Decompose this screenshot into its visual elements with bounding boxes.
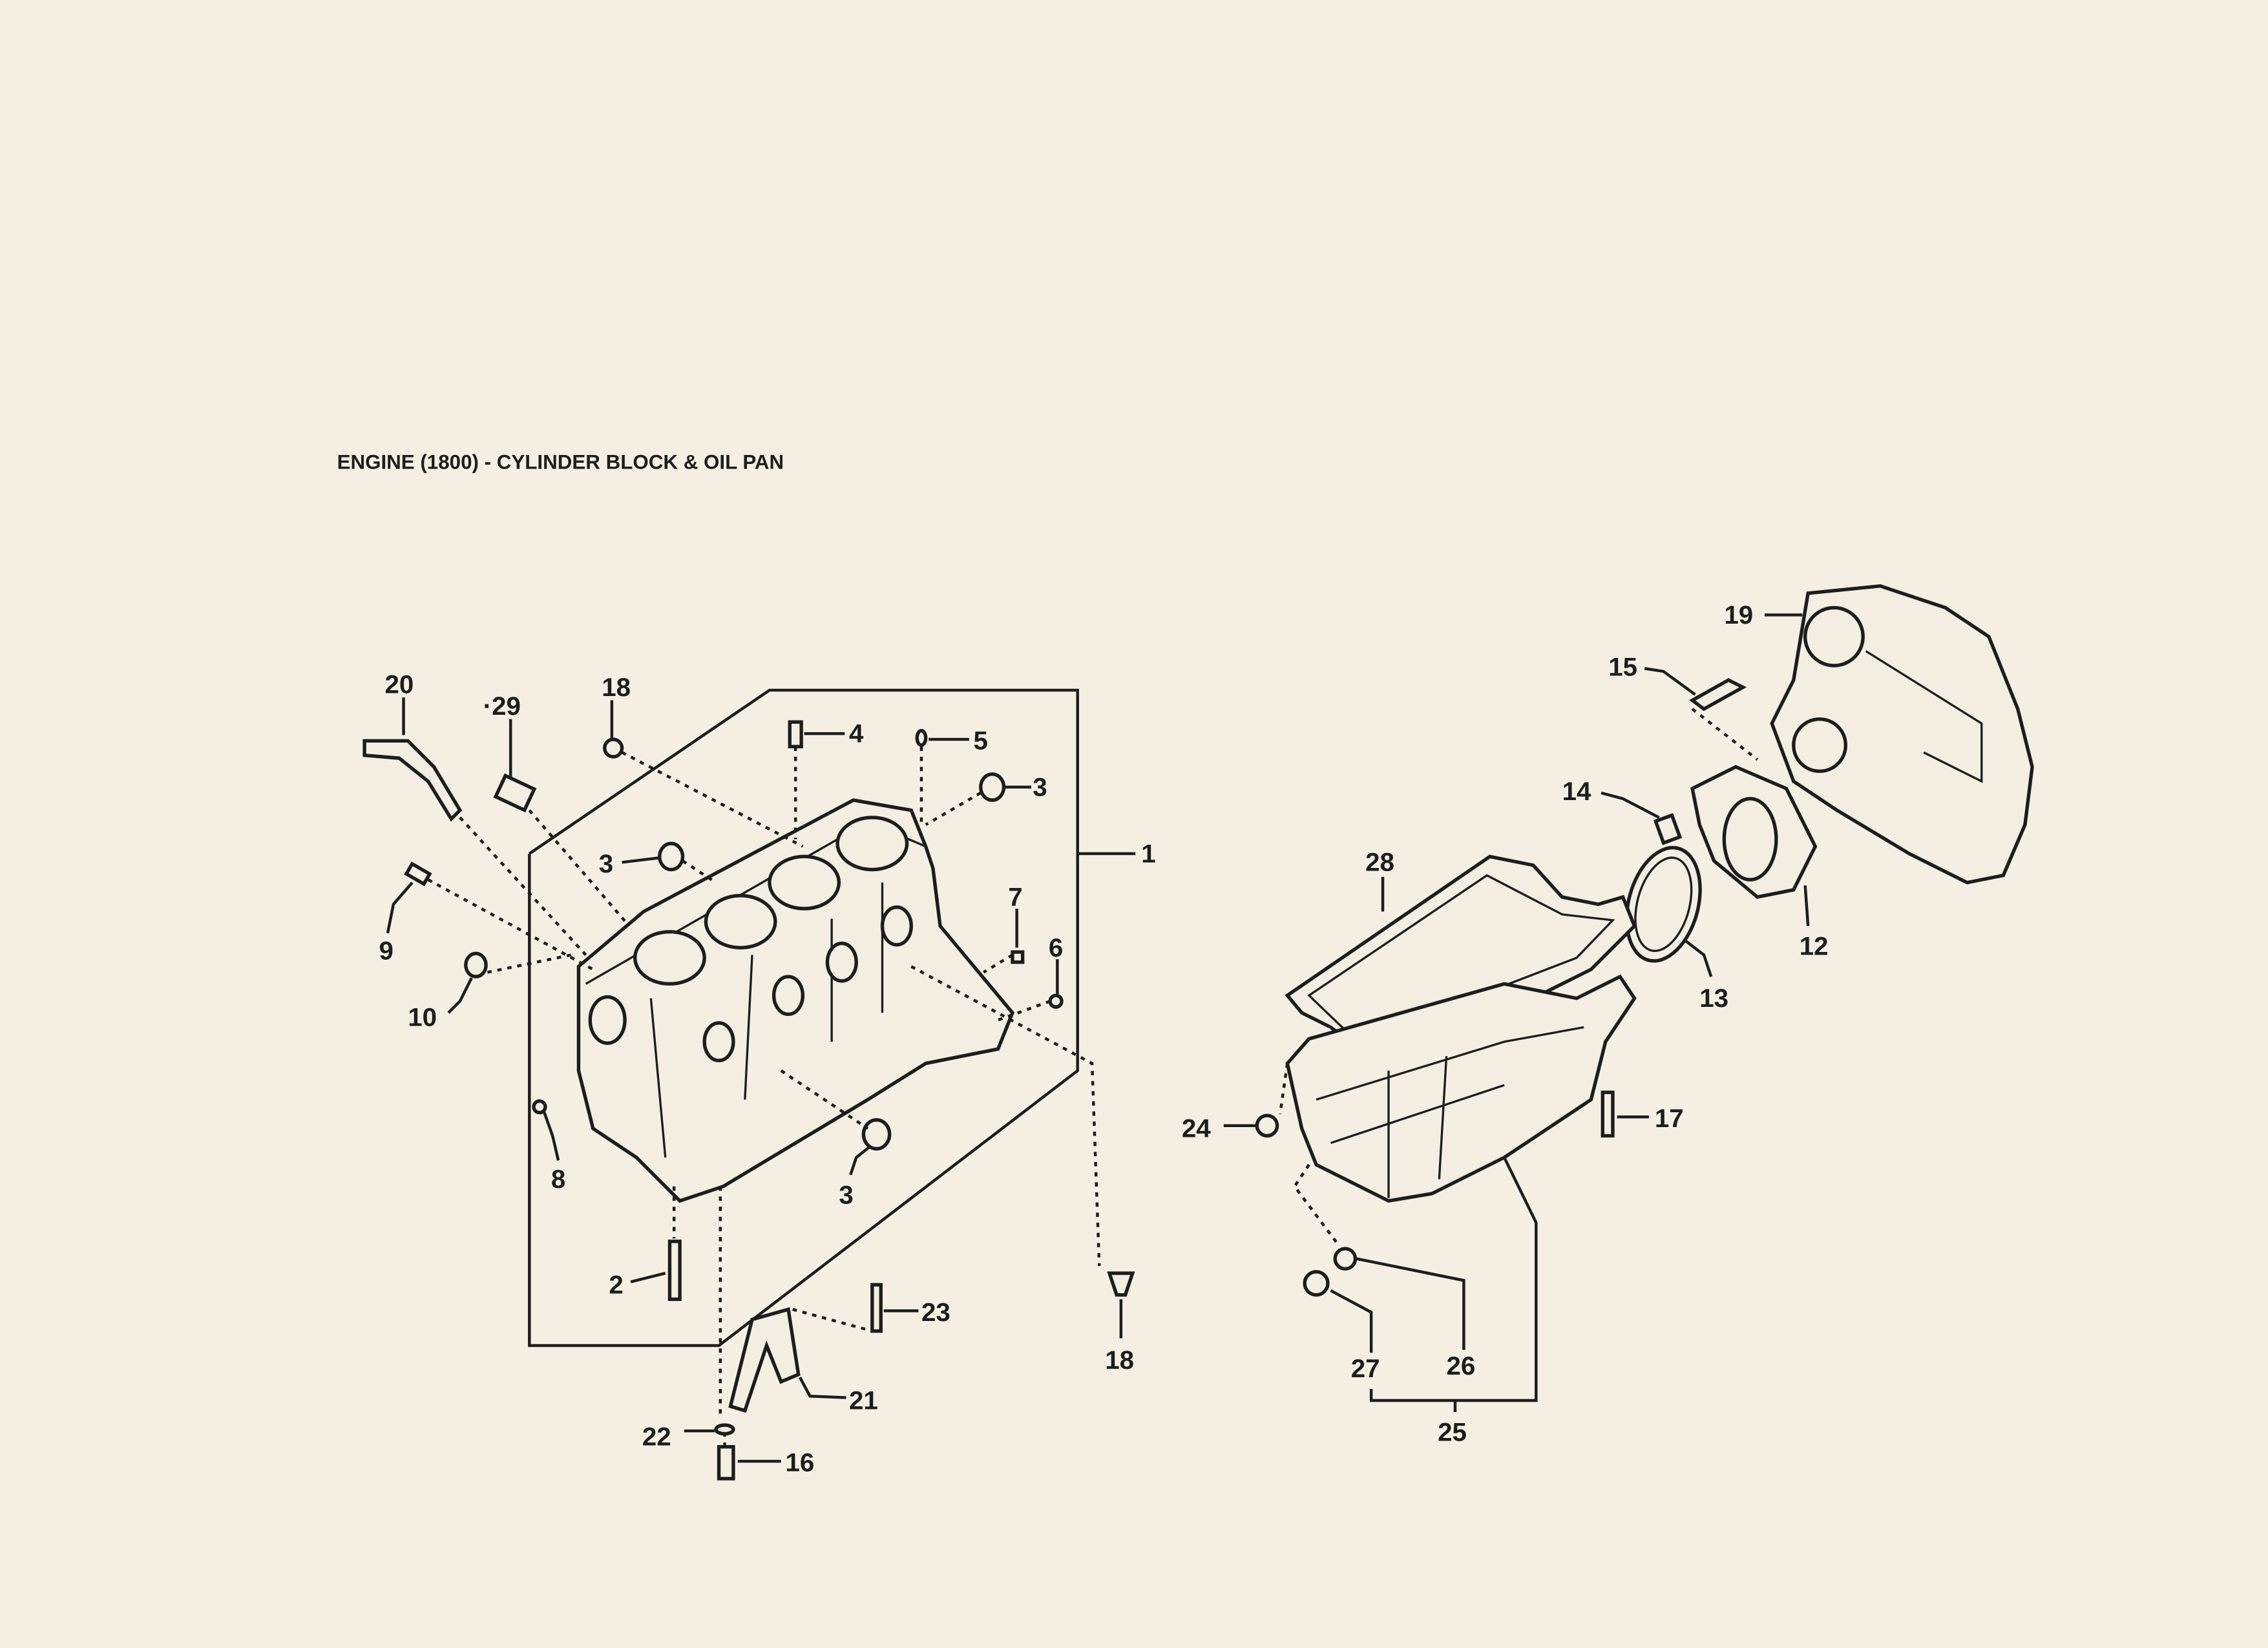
washer-26 [1333, 1247, 1358, 1271]
rear-plate-19 [1770, 584, 2034, 885]
callout-lines-left [386, 697, 1123, 1463]
cylinder-block [576, 798, 1015, 1203]
callout-7: 7 [1008, 882, 1022, 911]
callout-27: 27 [1351, 1354, 1380, 1383]
callout-22: 22 [642, 1422, 671, 1451]
callout-19: 19 [1724, 600, 1753, 629]
drain-plug-27 [1303, 1270, 1330, 1297]
cylinder-block-group-bracket [528, 688, 1079, 1347]
callout-5: 5 [974, 726, 988, 755]
bolt-15 [1689, 678, 1747, 712]
pin-6 [1048, 993, 1064, 1009]
bolt-9 [404, 861, 432, 887]
callout-3-bottom: 3 [839, 1181, 853, 1210]
callout-15: 15 [1608, 653, 1637, 682]
pin-8 [532, 1099, 547, 1115]
callout-23: 23 [921, 1298, 950, 1327]
callout-20: 20 [384, 670, 414, 699]
plug-3-bottom [861, 1118, 892, 1151]
water-pipe-20 [362, 739, 463, 822]
callout-10: 10 [408, 1002, 437, 1031]
plug-3-top [979, 772, 1006, 802]
callout-3-left: 3 [599, 849, 613, 878]
plug-3-left [658, 841, 685, 872]
callout-14: 14 [1562, 777, 1591, 806]
plug-18-top [603, 737, 624, 759]
callout-3-top: 3 [1033, 772, 1047, 801]
callout-18-top: 18 [602, 673, 631, 702]
plug-10 [464, 951, 488, 978]
callout-29: ·29 [483, 692, 521, 721]
callout-6: 6 [1049, 933, 1063, 962]
callout-25: 25 [1438, 1418, 1467, 1447]
bolt-16 [717, 1444, 735, 1481]
callout-lines-right [1223, 613, 1810, 1412]
plug-18-bottom [1107, 1271, 1135, 1297]
callout-24: 24 [1182, 1114, 1211, 1143]
pin-7 [1011, 950, 1025, 964]
plug-24 [1255, 1114, 1279, 1138]
callout-18-bottom: 18 [1105, 1346, 1134, 1375]
callout-2: 2 [609, 1270, 623, 1299]
diagram-title: ENGINE (1800) - CYLINDER BLOCK & OIL PAN [337, 450, 784, 473]
bolt-17 [1601, 1090, 1615, 1138]
callout-13: 13 [1699, 984, 1728, 1013]
bolt-2 [667, 1240, 682, 1302]
callout-16: 16 [786, 1448, 815, 1477]
callout-21: 21 [849, 1386, 878, 1415]
leader-lines-right [1278, 708, 1759, 1245]
callout-8: 8 [551, 1165, 565, 1194]
callout-12: 12 [1800, 932, 1829, 961]
oil-pan [1285, 974, 1637, 1203]
callout-4: 4 [849, 719, 864, 748]
bracket-21 [728, 1307, 801, 1413]
sensor-29 [493, 773, 537, 813]
gasket-14 [1653, 812, 1683, 845]
pin-5 [915, 728, 928, 747]
callout-28: 28 [1365, 848, 1394, 877]
leader-lines-left [427, 746, 1101, 1447]
callout-9: 9 [379, 936, 393, 965]
oil-seal-13 [1624, 845, 1702, 963]
pin-4 [788, 720, 803, 748]
callout-1: 1 [1141, 839, 1155, 868]
callout-17: 17 [1655, 1104, 1684, 1133]
stud-23 [870, 1283, 883, 1333]
callout-26: 26 [1447, 1351, 1476, 1380]
